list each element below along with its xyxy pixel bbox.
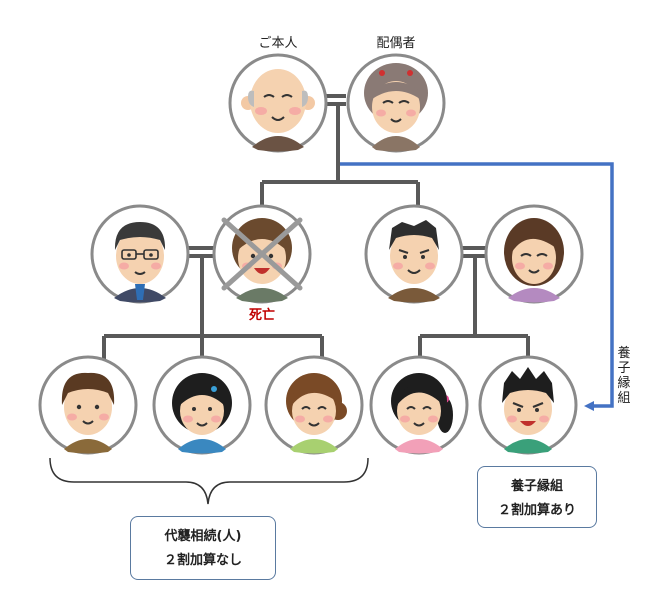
girl-bun-icon [264,355,364,455]
elderly-man-icon [228,53,328,153]
man-icon [364,204,464,304]
woman-icon [484,204,584,304]
note-representative-inheritance: 代襲相続(人) ２割加算なし [130,516,276,580]
girl-icon [152,355,252,455]
woman-crossed-out-icon [212,204,312,304]
label-spouse: 配偶者 [376,36,416,51]
cross-mark [221,217,303,291]
note-adoption: 養子縁組 ２割加算あり [477,466,597,528]
man-with-glasses-icon [90,204,190,304]
elderly-woman-icon [346,53,446,153]
label-self: ご本人 [258,36,298,51]
girl-ponytail-icon [369,355,469,455]
label-adoption-vertical: 養子縁組 [617,346,631,406]
boy-spiky-icon [478,355,578,455]
note-adoption-line1: 養子縁組 [510,479,563,494]
note-representative-line1: 代襲相続(人) [164,529,242,544]
label-deceased: 死亡 [248,308,276,323]
adoption-arrow [340,162,614,411]
boy-icon [38,355,138,455]
grouping-brace [49,457,369,505]
note-representative-line2: ２割加算なし [163,553,242,568]
note-adoption-line2: ２割加算あり [497,503,576,518]
